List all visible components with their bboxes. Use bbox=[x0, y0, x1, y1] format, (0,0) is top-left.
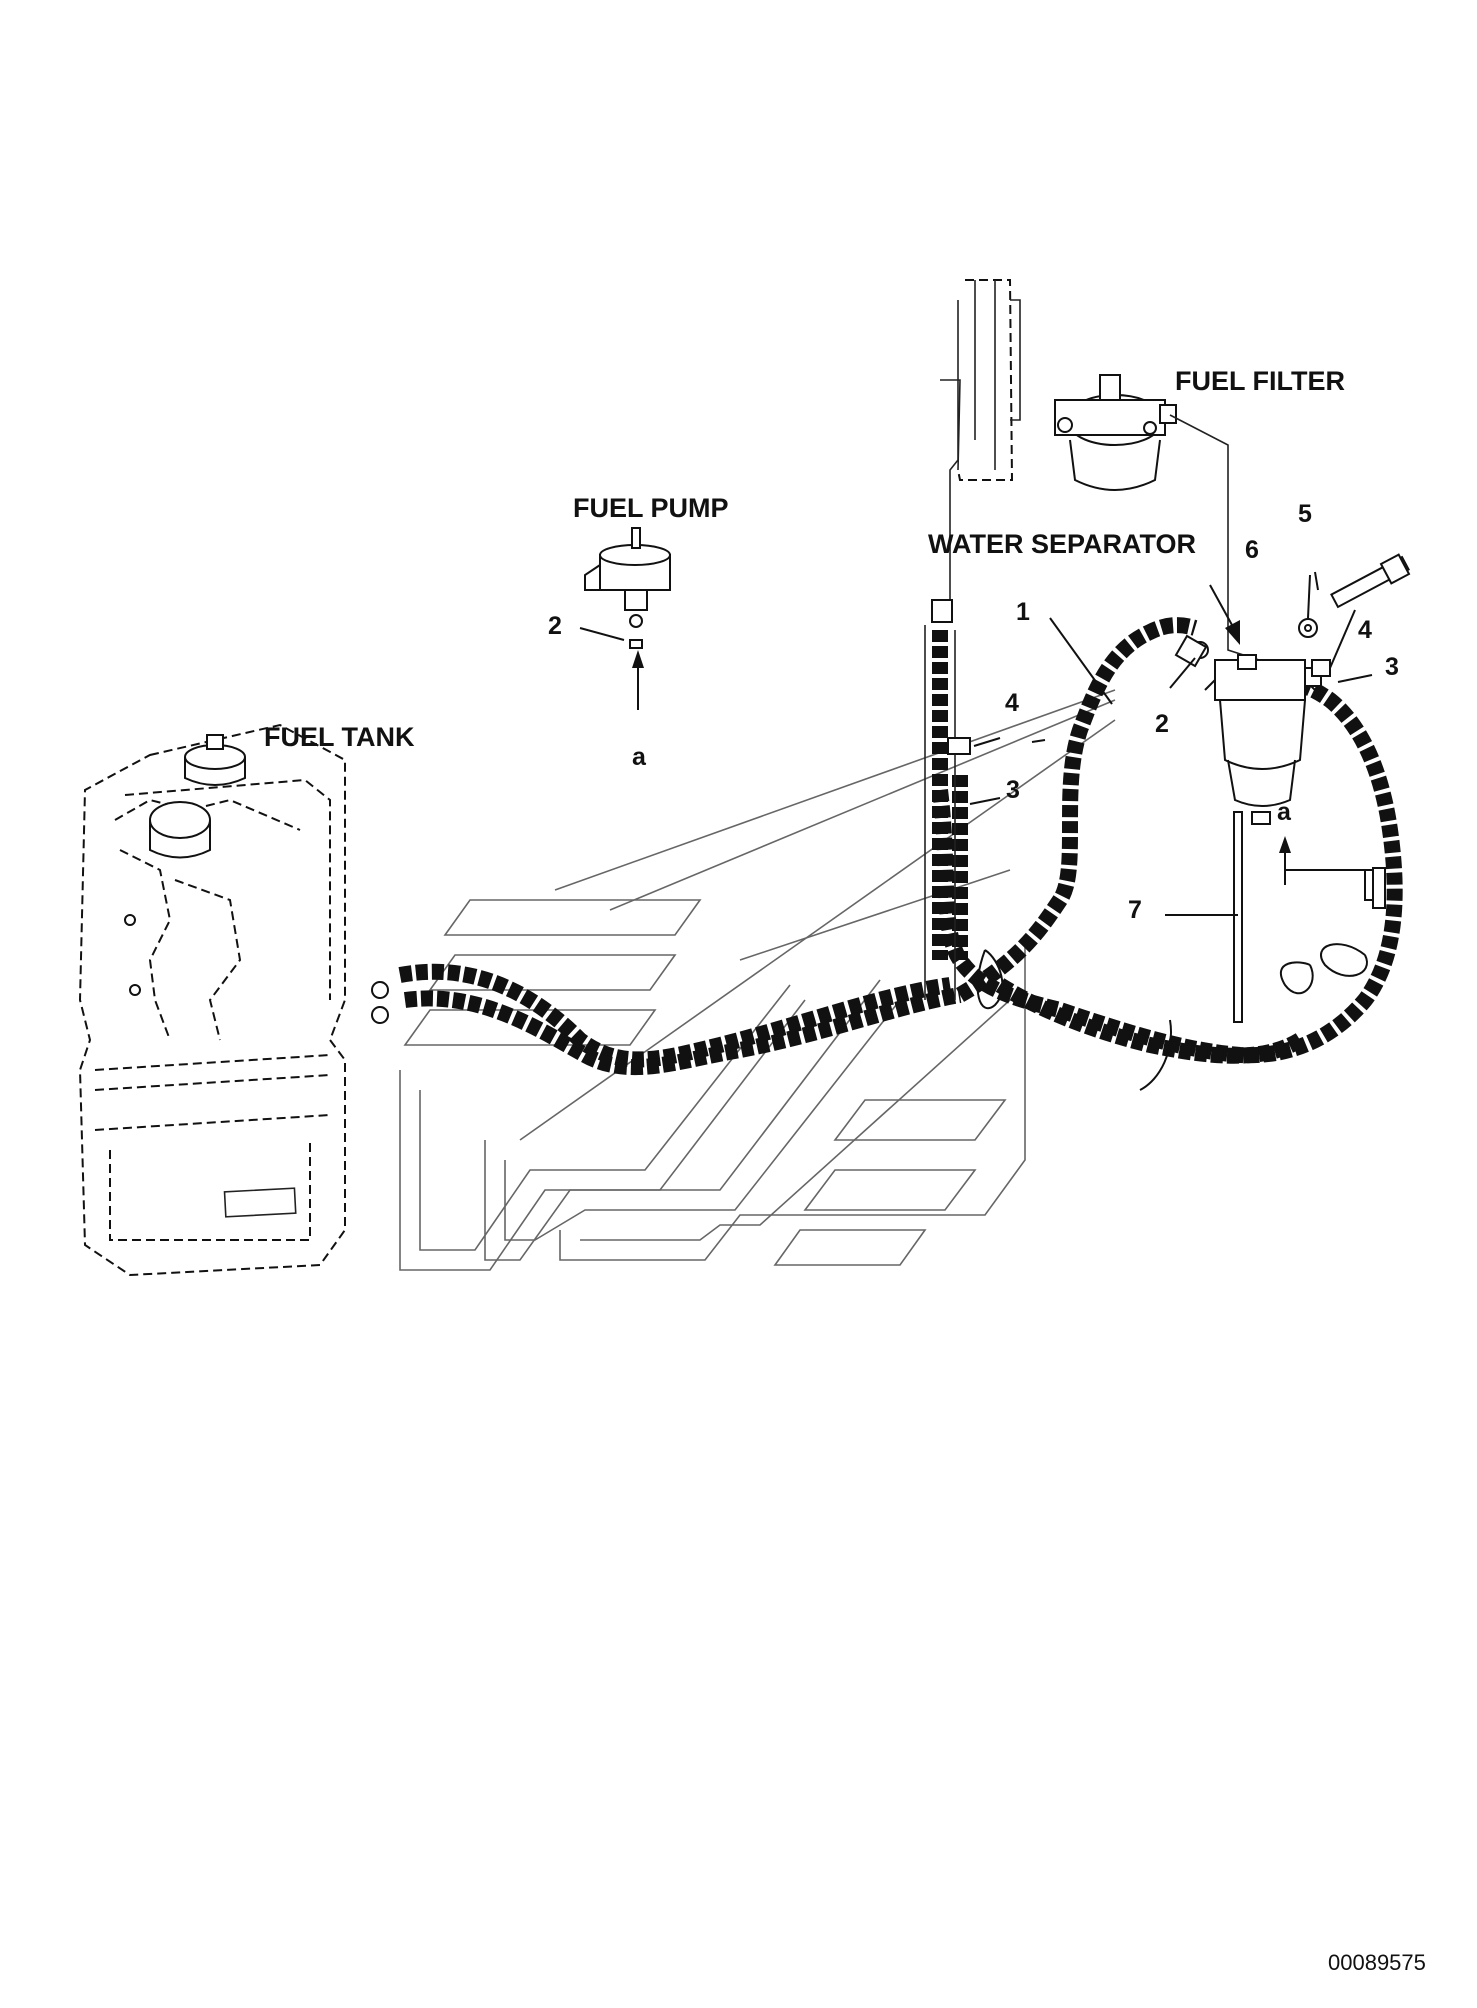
callout-6: 6 bbox=[1245, 536, 1259, 564]
fuel-hoses bbox=[398, 617, 1403, 1091]
callout-7: 7 bbox=[1128, 896, 1142, 924]
callout-2-separator: 2 bbox=[1155, 710, 1169, 738]
fuel-filter-drawing bbox=[1054, 374, 1291, 671]
callout-4-right: 4 bbox=[1358, 616, 1372, 644]
callout-3-right: 3 bbox=[1385, 653, 1399, 681]
fuel-tank-label: FUEL TANK bbox=[264, 722, 415, 752]
water-separator-drawing bbox=[1174, 634, 1322, 825]
fuel-filter-label: FUEL FILTER bbox=[1175, 366, 1345, 396]
watermark-logo bbox=[399, 689, 1116, 1271]
small-parts bbox=[947, 553, 1411, 1023]
callout-4-left: 4 bbox=[1005, 689, 1019, 717]
callout-5: 5 bbox=[1298, 500, 1312, 528]
callout-3-left: 3 bbox=[1006, 776, 1020, 804]
callout-1: 1 bbox=[1016, 598, 1030, 626]
water-separator-label: WATER SEPARATOR bbox=[928, 529, 1196, 559]
leader-lines bbox=[579, 571, 1373, 916]
callout-a-pump: a bbox=[632, 743, 647, 771]
document-number: 00089575 bbox=[1328, 1950, 1426, 1975]
fuel-pump-label: FUEL PUMP bbox=[573, 493, 729, 523]
fuel-pump-drawing bbox=[584, 527, 671, 649]
callout-2-pump: 2 bbox=[548, 612, 562, 640]
fuel-tank-drawing bbox=[78, 723, 389, 1277]
callout-a-separator: a bbox=[1277, 798, 1292, 826]
pipe-frame bbox=[924, 279, 1021, 1000]
